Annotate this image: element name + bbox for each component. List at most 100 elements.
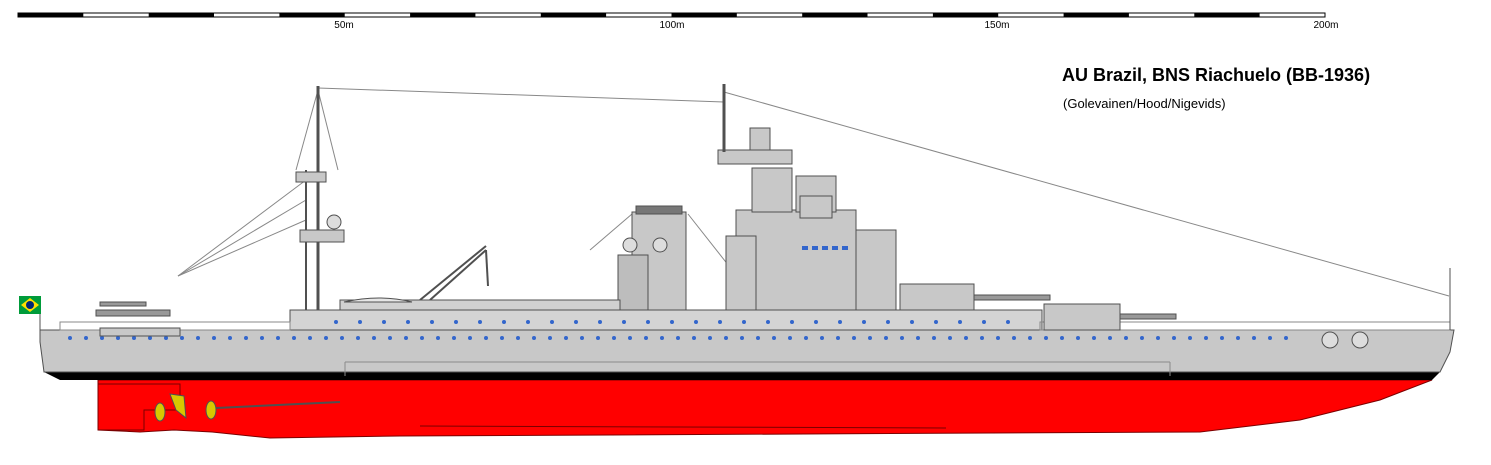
- porthole: [308, 336, 312, 340]
- main-hull: [39, 329, 1455, 373]
- porthole: [676, 336, 680, 340]
- porthole: [708, 336, 712, 340]
- porthole: [260, 336, 264, 340]
- porthole: [1060, 336, 1064, 340]
- fore-deck-rail: [1039, 321, 1451, 331]
- porthole: [964, 336, 968, 340]
- boot-top-stripe: [44, 372, 1440, 380]
- porthole: [388, 336, 392, 340]
- porthole: [1076, 336, 1080, 340]
- porthole: [1028, 336, 1032, 340]
- porthole: [996, 336, 1000, 340]
- porthole: [756, 336, 760, 340]
- scale-segment: [802, 13, 868, 17]
- porthole: [1204, 336, 1208, 340]
- porthole: [1012, 336, 1016, 340]
- porthole: [814, 320, 818, 324]
- porthole: [622, 320, 626, 324]
- boat-deck: [339, 299, 621, 311]
- porthole: [628, 336, 632, 340]
- porthole: [900, 336, 904, 340]
- rigging: [177, 87, 1450, 297]
- porthole: [420, 336, 424, 340]
- porthole: [766, 320, 770, 324]
- porthole: [1268, 336, 1272, 340]
- porthole: [1124, 336, 1128, 340]
- porthole: [804, 336, 808, 340]
- porthole: [100, 336, 104, 340]
- porthole: [116, 336, 120, 340]
- porthole: [694, 320, 698, 324]
- scale-label-50m: 50m: [334, 20, 354, 31]
- porthole: [1044, 336, 1048, 340]
- bridge-tower: [717, 84, 897, 311]
- porthole: [478, 320, 482, 324]
- porthole: [1284, 336, 1288, 340]
- porthole: [980, 336, 984, 340]
- porthole: [1236, 336, 1240, 340]
- mainmast: [295, 86, 345, 310]
- porthole: [468, 336, 472, 340]
- skeg: [97, 383, 181, 431]
- porthole: [580, 336, 584, 340]
- funnel: [631, 211, 687, 311]
- porthole: [526, 320, 530, 324]
- scale-segment: [18, 13, 84, 17]
- scale-label-150m: 150m: [984, 20, 1010, 31]
- porthole: [430, 320, 434, 324]
- anchor-icon: [1321, 331, 1339, 349]
- ship-title: AU Brazil, BNS Riachuelo (BB-1936): [1062, 65, 1371, 85]
- propeller-icon: [154, 400, 217, 422]
- porthole: [820, 336, 824, 340]
- porthole: [742, 320, 746, 324]
- porthole: [324, 336, 328, 340]
- porthole: [1108, 336, 1112, 340]
- porthole: [244, 336, 248, 340]
- scale-segment: [540, 13, 607, 17]
- upper-deck: [289, 309, 1043, 331]
- porthole: [516, 336, 520, 340]
- porthole: [740, 336, 744, 340]
- porthole: [358, 320, 362, 324]
- seaplane-icon: [95, 301, 181, 337]
- lower-hull-red: [97, 379, 1433, 439]
- porthole: [228, 336, 232, 340]
- portholes: [68, 320, 1288, 340]
- porthole: [356, 336, 360, 340]
- bridge-windows: [802, 246, 848, 250]
- porthole: [532, 336, 536, 340]
- porthole: [958, 320, 962, 324]
- porthole: [982, 320, 986, 324]
- porthole: [612, 336, 616, 340]
- porthole: [670, 320, 674, 324]
- turret-b: [899, 283, 1051, 311]
- scale-segment: [1063, 13, 1129, 17]
- porthole: [790, 320, 794, 324]
- scale-segment: [410, 13, 476, 17]
- scale-segments: [18, 13, 1260, 17]
- porthole: [852, 336, 856, 340]
- porthole: [406, 320, 410, 324]
- rudder-icon: [169, 393, 187, 420]
- crane-icon: [419, 245, 489, 301]
- scale-segment: [148, 13, 214, 17]
- porthole: [574, 320, 578, 324]
- porthole: [564, 336, 568, 340]
- porthole: [276, 336, 280, 340]
- porthole: [724, 336, 728, 340]
- porthole: [646, 320, 650, 324]
- porthole: [838, 320, 842, 324]
- ship-credit: (Golevainen/Hood/Nigevids): [1063, 96, 1226, 111]
- porthole: [884, 336, 888, 340]
- porthole: [1188, 336, 1192, 340]
- porthole: [212, 336, 216, 340]
- porthole: [404, 336, 408, 340]
- porthole: [550, 320, 554, 324]
- turret-a: [1043, 303, 1177, 331]
- porthole: [164, 336, 168, 340]
- porthole: [1092, 336, 1096, 340]
- porthole: [1006, 320, 1010, 324]
- porthole: [454, 320, 458, 324]
- porthole: [372, 336, 376, 340]
- porthole: [548, 336, 552, 340]
